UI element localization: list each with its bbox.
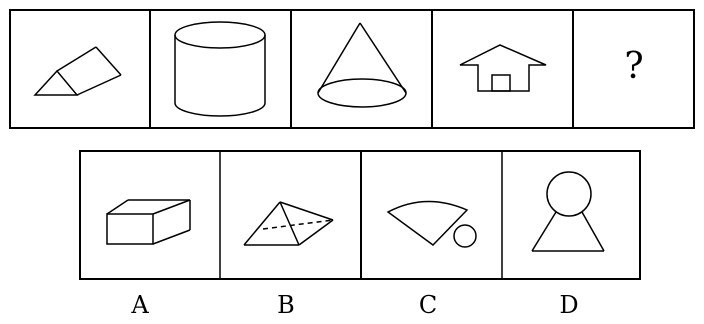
cylinder-icon (174, 21, 266, 117)
house-arrow-icon (459, 44, 547, 92)
options-grid (79, 150, 641, 280)
sequence-grid (9, 9, 695, 129)
option-label-a[interactable]: A (131, 291, 149, 319)
cone-icon (317, 22, 407, 108)
sequence-row: ? (9, 9, 704, 129)
option-label-d[interactable]: D (559, 291, 579, 319)
options-row (79, 150, 641, 280)
cuboid-icon (106, 199, 191, 245)
pyramid-icon (243, 201, 334, 246)
circle-on-trapezoid-icon (531, 171, 605, 252)
question-mark: ? (624, 46, 644, 87)
option-label-c[interactable]: C (418, 291, 438, 319)
sector-and-circle-icon (386, 200, 477, 248)
option-label-b[interactable]: B (277, 291, 295, 319)
triangular-prism-icon (33, 46, 122, 96)
